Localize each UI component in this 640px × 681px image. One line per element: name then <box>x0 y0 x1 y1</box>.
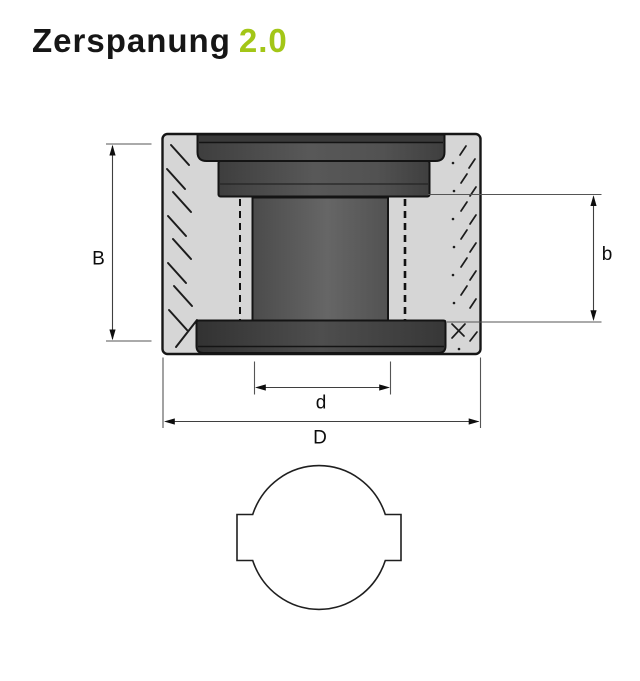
dimension-label-D: D <box>313 428 327 449</box>
arrowhead-right-icon <box>468 418 480 425</box>
arrowhead-left-icon <box>164 418 175 425</box>
hub-upper-step <box>217 160 431 198</box>
dimension-b: b <box>428 193 613 323</box>
arrowhead-down-icon <box>109 329 116 341</box>
hatch-left <box>166 144 198 348</box>
arrowhead-up-icon <box>109 144 116 156</box>
arrowhead-right-icon <box>379 384 390 391</box>
brand-name: Zerspanung <box>32 22 231 59</box>
dimension-label-B: B <box>92 249 105 270</box>
arrowhead-up-icon <box>590 195 597 206</box>
arrowhead-down-icon <box>590 310 597 321</box>
dimension-d: d <box>253 361 392 414</box>
brand-version: 2.0 <box>238 22 288 59</box>
hatch-right <box>451 145 478 351</box>
arrowhead-left-icon <box>255 384 266 391</box>
hub-top-flange-ridge <box>198 135 444 142</box>
cross-section-view <box>161 132 482 356</box>
dimension-B: B <box>92 143 152 342</box>
bore-cylinder <box>251 196 389 322</box>
bore-profile-outline <box>236 464 402 611</box>
dimension-D: D <box>162 357 482 449</box>
dimension-label-d: d <box>316 393 327 414</box>
bottom-view <box>236 464 402 611</box>
dimension-label-b: b <box>602 244 613 265</box>
hub-bottom-flange <box>195 319 447 354</box>
